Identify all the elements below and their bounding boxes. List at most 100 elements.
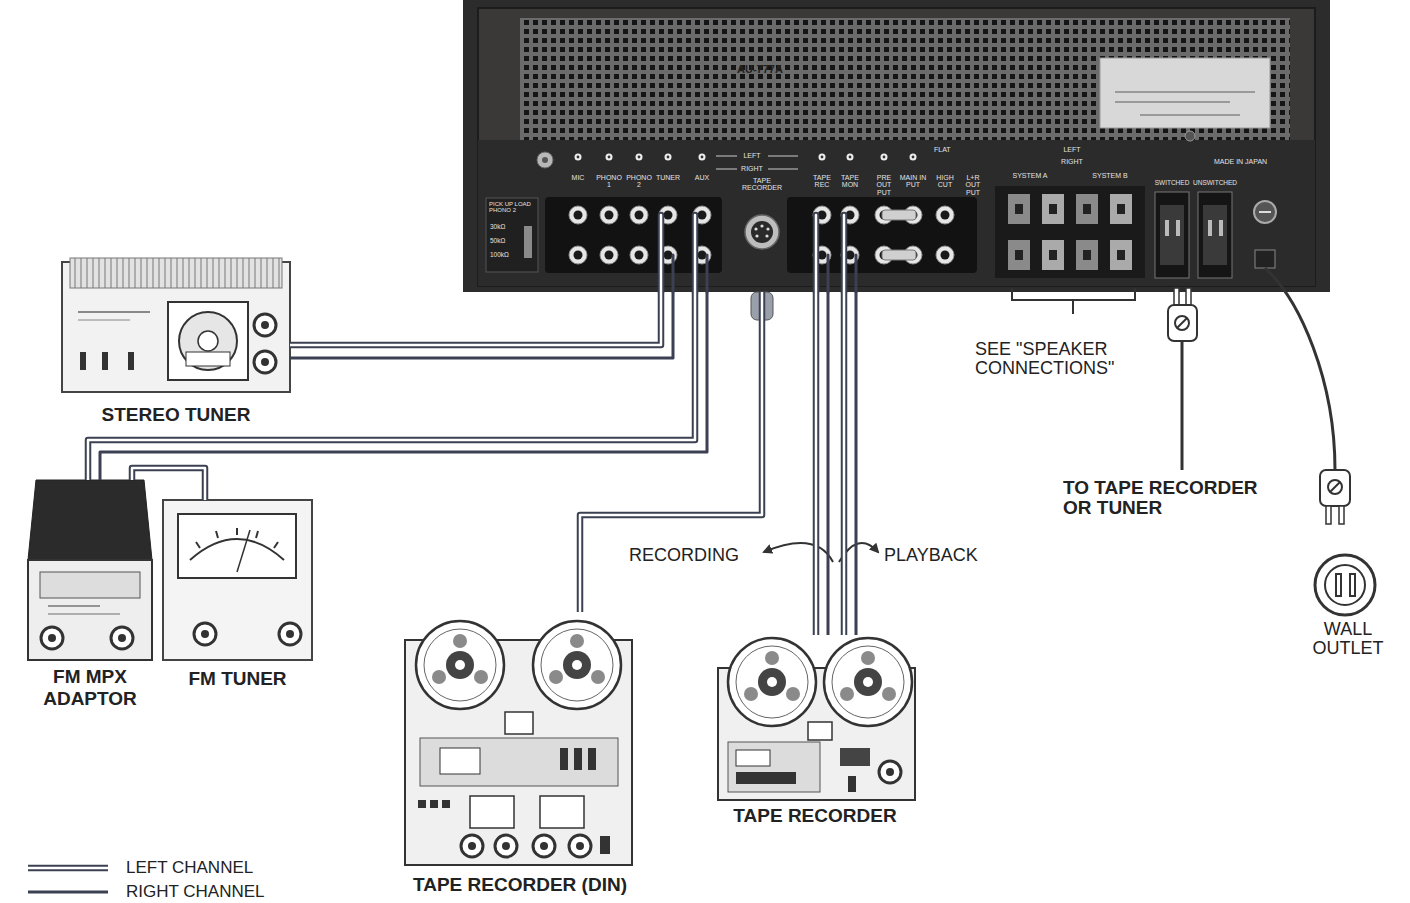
reference-note: SEE "SPEAKER CONNECTIONS": [975, 340, 1147, 378]
legend-line: [28, 891, 108, 894]
din-tape-recorder-drawing: [405, 621, 632, 865]
power-cord-and-plug-part: [1328, 480, 1342, 494]
amplifier-chassis-drawing: [463, 0, 1330, 292]
stereo-tuner-drawing-part: [102, 352, 108, 370]
fm-tuner-drawing-part: [163, 500, 312, 660]
jack-cable-stubs-part: [658, 215, 665, 292]
panel-markings-part: [768, 169, 798, 170]
jack-label: TUNER: [654, 174, 682, 181]
fm-tuner-drawing-part: [196, 542, 200, 548]
amplifier-chassis-drawing-part: [463, 0, 1330, 292]
tape-recorder: TAPE RECORDER: [715, 635, 915, 835]
wall-outlet-symbol-part: [1315, 555, 1375, 615]
speaker-terminals-part: [1015, 250, 1023, 260]
channel-label: LEFT: [738, 152, 766, 159]
origin-mark: MADE IN JAPAN: [1214, 158, 1294, 165]
jack-label: HIGH CUT: [932, 174, 958, 189]
jack-label: L+R OUT PUT: [959, 174, 987, 196]
stereo-tuner-drawing-part: [179, 312, 237, 370]
fm-tuner-drawing-part: [279, 623, 301, 645]
legend-entry: RIGHT CHANNEL: [28, 882, 265, 902]
power-cord-and-plug-part: [1339, 506, 1344, 524]
left-channel-wire: [580, 292, 762, 612]
speaker-terminals-part: [1076, 240, 1098, 270]
equipment-label: FM TUNER: [163, 668, 312, 690]
cable-connector: [132, 468, 205, 500]
input-jack-panel-part: [630, 206, 648, 224]
din-tape-recorder-drawing-part: [495, 835, 517, 857]
jack-cable-stubs-part: [855, 255, 858, 292]
speaker-terminals-part: [1042, 194, 1064, 224]
wall-outlet-symbol-part: [1325, 565, 1365, 605]
stereo-tuner-drawing-part: [78, 319, 130, 321]
jack-label: MIC: [564, 174, 592, 181]
right-channel-wire: [100, 292, 707, 480]
din-tape-recorder-drawing-part: [442, 800, 450, 808]
cable-connector: [816, 292, 828, 635]
tape-recorder-drawing-part: [736, 772, 796, 784]
pickup-load-switch: [486, 198, 538, 272]
jack-label: TAPE MON: [836, 174, 864, 189]
fm-mpx-adaptor-drawing-part: [28, 480, 152, 560]
panel-markings-part: [910, 154, 917, 161]
panel-markings-part: [575, 154, 582, 161]
wall-outlet-symbol-part: [1350, 574, 1355, 596]
fm-tuner-drawing-part: [216, 531, 218, 538]
wall-outlet-symbol-part: [1336, 574, 1341, 596]
plug-callout: TO TAPE RECORDER OR TUNER: [1063, 478, 1289, 518]
ac-outlets-part: [1219, 220, 1223, 236]
accessory-plug-part: [1168, 305, 1197, 341]
tape-recorder-drawing-part: [736, 750, 770, 766]
left-channel-wire: [290, 292, 661, 345]
speaker-terminals-part: [1008, 240, 1030, 270]
left-channel-wire: [815, 292, 818, 635]
din-tape-recorder: TAPE RECORDER (DIN): [388, 612, 652, 900]
input-jack-panel-part: [569, 206, 587, 224]
speaker-terminals-part: [1049, 250, 1057, 260]
fm-mpx-adaptor-drawing-part: [41, 627, 63, 649]
accessory-plug-part: [1175, 316, 1189, 330]
ac-outlets-part: [1198, 192, 1232, 278]
speaker-terminals-part: [1049, 204, 1057, 214]
accessory-plug-part: [1177, 318, 1187, 328]
tape-recorder-drawing-part: [728, 638, 816, 726]
outlet-label: UNSWITCHED: [1193, 180, 1237, 187]
speaker-terminals-part: [1042, 240, 1064, 270]
panel-markings-part: [606, 154, 613, 161]
amplifier-chassis-drawing-part: [520, 18, 1290, 140]
switch-position: 50kΩ: [490, 238, 522, 245]
jack-cable-stubs-part: [660, 215, 663, 292]
din-tape-recorder-drawing-part: [533, 621, 621, 709]
power-cord-and-plug: [1265, 268, 1350, 524]
wall-outlet-symbol: [1315, 555, 1375, 615]
tape-preout-jack-panel-part: [882, 210, 916, 220]
ac-outlets-part: [1254, 201, 1276, 223]
din-tape-recorder-drawing-part: [533, 835, 555, 857]
din-tape-recorder-drawing-part: [416, 621, 504, 709]
jack-label: MAIN IN PUT: [899, 174, 927, 189]
jack-cable-stubs-part: [813, 215, 820, 292]
fm-mpx-adaptor-drawing-part: [40, 572, 140, 598]
accessory-plug-part: [1186, 288, 1191, 306]
ac-outlets-part: [1259, 211, 1271, 213]
amplifier-chassis-drawing-part: [478, 8, 1315, 286]
jack-cable-stubs-part: [672, 255, 675, 292]
din-tape-recorder-drawing-part: [560, 748, 568, 770]
stereo-tuner-drawing-part: [186, 352, 230, 366]
accessory-plug-part: [1181, 341, 1184, 470]
equipment-label: TAPE RECORDER: [715, 805, 915, 827]
accessory-plug-part: [1174, 288, 1179, 306]
speaker-terminals-part: [1110, 194, 1132, 224]
cable-connector: [88, 292, 707, 480]
fm-tuner-drawing-part: [236, 528, 238, 535]
fm-mpx-adaptor-drawing-part: [48, 613, 120, 615]
power-cord-and-plug-part: [1330, 482, 1340, 492]
amplifier-chassis-drawing-part: [537, 152, 553, 168]
jack-cable-stubs-part: [827, 255, 830, 292]
fm-tuner: FM TUNER: [163, 500, 312, 696]
right-channel-wire: [290, 292, 673, 358]
din-tape-recorder-drawing-part: [588, 748, 596, 770]
amplifier-chassis-drawing-part: [1185, 131, 1195, 141]
stereo-tuner-drawing-part: [254, 314, 276, 336]
